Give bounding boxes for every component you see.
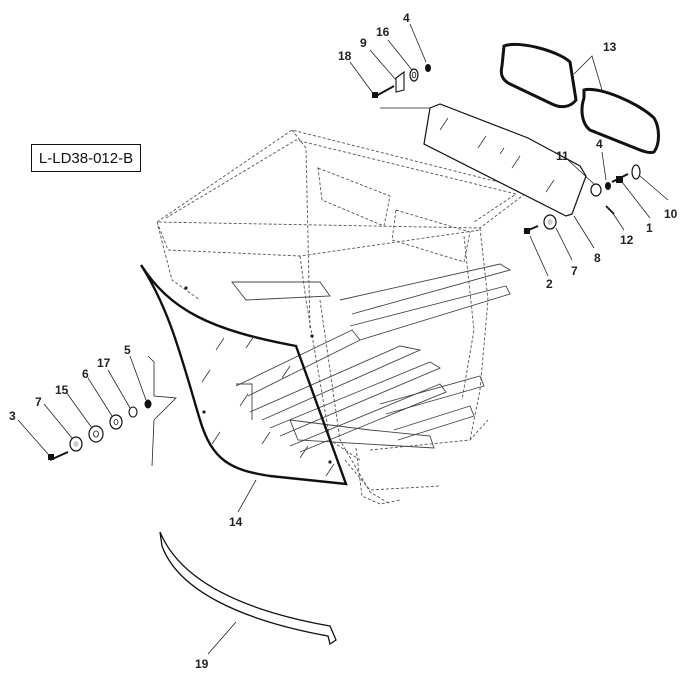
callout-13: 13 [603, 40, 617, 54]
callout-4-right: 4 [596, 137, 603, 151]
callout-2: 2 [546, 277, 553, 291]
drawing-reference-label: L-LD38-012-B [31, 144, 141, 172]
right-hardware-stack [590, 164, 641, 215]
callout-7-right: 7 [571, 264, 578, 278]
callout-5: 5 [124, 343, 131, 357]
callout-6: 6 [82, 367, 89, 381]
callout-11: 11 [556, 149, 569, 163]
lower-trim-strip [159, 531, 337, 646]
callout-3: 3 [9, 409, 16, 423]
upper-hardware-stack [372, 64, 431, 98]
middle-hardware-stack [523, 214, 557, 234]
callout-7-left: 7 [35, 395, 42, 409]
rear-window-panel [380, 103, 587, 217]
left-hardware-stack [48, 355, 177, 467]
callout-17: 17 [97, 356, 111, 370]
callout-16: 16 [376, 25, 390, 39]
callout-12: 12 [620, 233, 634, 247]
callout-numbers: 18 9 16 4 13 4 11 10 1 12 8 7 2 3 7 15 6… [9, 11, 678, 671]
callout-1: 1 [646, 221, 653, 235]
callout-9: 9 [360, 36, 367, 50]
window-seal-pair [499, 42, 660, 154]
callout-15: 15 [55, 383, 69, 397]
cab-frame-phantom [155, 129, 532, 505]
callout-leaders [17, 23, 669, 655]
cab-interior-panels [231, 263, 512, 453]
callout-18: 18 [338, 49, 352, 63]
callout-14: 14 [229, 515, 243, 529]
callout-4-top: 4 [403, 11, 410, 25]
side-window-glass [139, 264, 348, 486]
callout-8: 8 [594, 251, 601, 265]
callout-19: 19 [195, 657, 209, 671]
callout-10: 10 [664, 207, 678, 221]
